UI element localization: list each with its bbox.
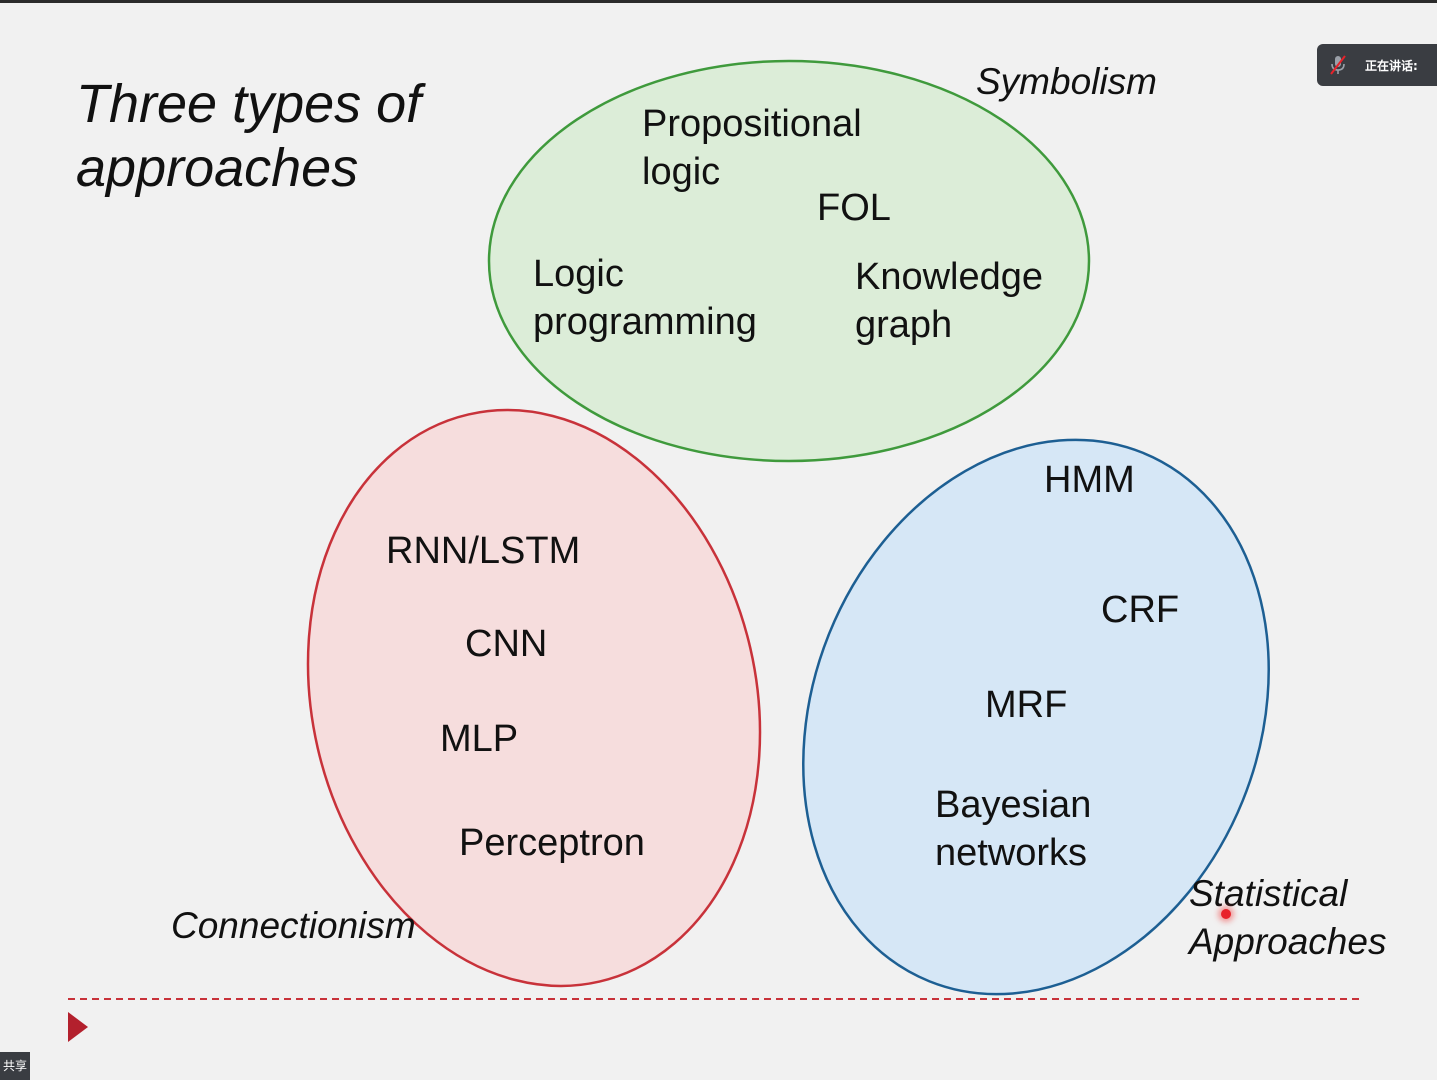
statistical-item-hmm: HMM xyxy=(1044,456,1135,504)
connectionism-item-rnn-lstm: RNN/LSTM xyxy=(386,527,580,575)
item-line: Knowledge xyxy=(855,256,1044,298)
item-line: Perceptron xyxy=(459,822,645,864)
item-line: RNN/LSTM xyxy=(386,530,581,572)
connectionism-item-perceptron: Perceptron xyxy=(459,819,645,867)
item-line: programming xyxy=(533,301,757,343)
connectionism-item-cnn: CNN xyxy=(465,620,547,668)
statistical-item-bayesian-networks: Bayesian networks xyxy=(935,781,1091,877)
item-line: graph xyxy=(855,304,953,346)
statistical-label-line-1: Statistical xyxy=(1189,873,1348,914)
item-line: CNN xyxy=(465,623,548,665)
symbolism-label: Symbolism xyxy=(976,58,1157,106)
symbolism-item-logic-programming: Logic programming xyxy=(533,250,757,346)
slide-title-line-2: approaches xyxy=(76,138,359,198)
symbolism-item-knowledge-graph: Knowledge graph xyxy=(855,253,1043,349)
item-line: FOL xyxy=(817,187,891,229)
speaking-indicator[interactable]: 正在讲话: xyxy=(1317,44,1437,86)
connectionism-label: Connectionism xyxy=(171,902,416,950)
item-line: HMM xyxy=(1044,459,1135,501)
slide-title: Three types of approaches xyxy=(76,72,421,200)
item-line: CRF xyxy=(1101,589,1180,631)
item-line: Propositional xyxy=(642,103,862,145)
statistical-item-crf: CRF xyxy=(1101,586,1179,634)
laser-pointer-dot xyxy=(1221,909,1231,919)
symbolism-item-fol: FOL xyxy=(817,184,891,232)
item-line: logic xyxy=(642,151,721,193)
connectionism-label-line: Connectionism xyxy=(171,905,416,946)
symbolism-label-line: Symbolism xyxy=(976,61,1157,102)
connectionism-ellipse xyxy=(306,408,762,988)
item-line: Bayesian xyxy=(935,784,1092,826)
share-indicator[interactable]: 共享 xyxy=(0,1052,30,1080)
statistical-ellipse xyxy=(802,438,1270,996)
item-line: MLP xyxy=(440,718,519,760)
slide-title-line-1: Three types of xyxy=(76,74,422,134)
item-line: networks xyxy=(935,832,1088,874)
mic-muted-icon xyxy=(1329,54,1347,76)
statistical-item-mrf: MRF xyxy=(985,681,1067,729)
play-arrow-icon[interactable] xyxy=(68,1012,88,1042)
symbolism-ellipse xyxy=(487,59,1091,463)
speaking-text: 正在讲话: xyxy=(1365,58,1418,73)
symbolism-item-propositional-logic: Propositional logic xyxy=(642,100,862,196)
item-line: Logic xyxy=(533,253,624,295)
top-border xyxy=(0,0,1437,3)
connectionism-item-mlp: MLP xyxy=(440,715,518,763)
statistical-label: Statistical Approaches xyxy=(1189,870,1386,966)
item-line: MRF xyxy=(985,684,1068,726)
statistical-label-line-2: Approaches xyxy=(1189,921,1387,962)
